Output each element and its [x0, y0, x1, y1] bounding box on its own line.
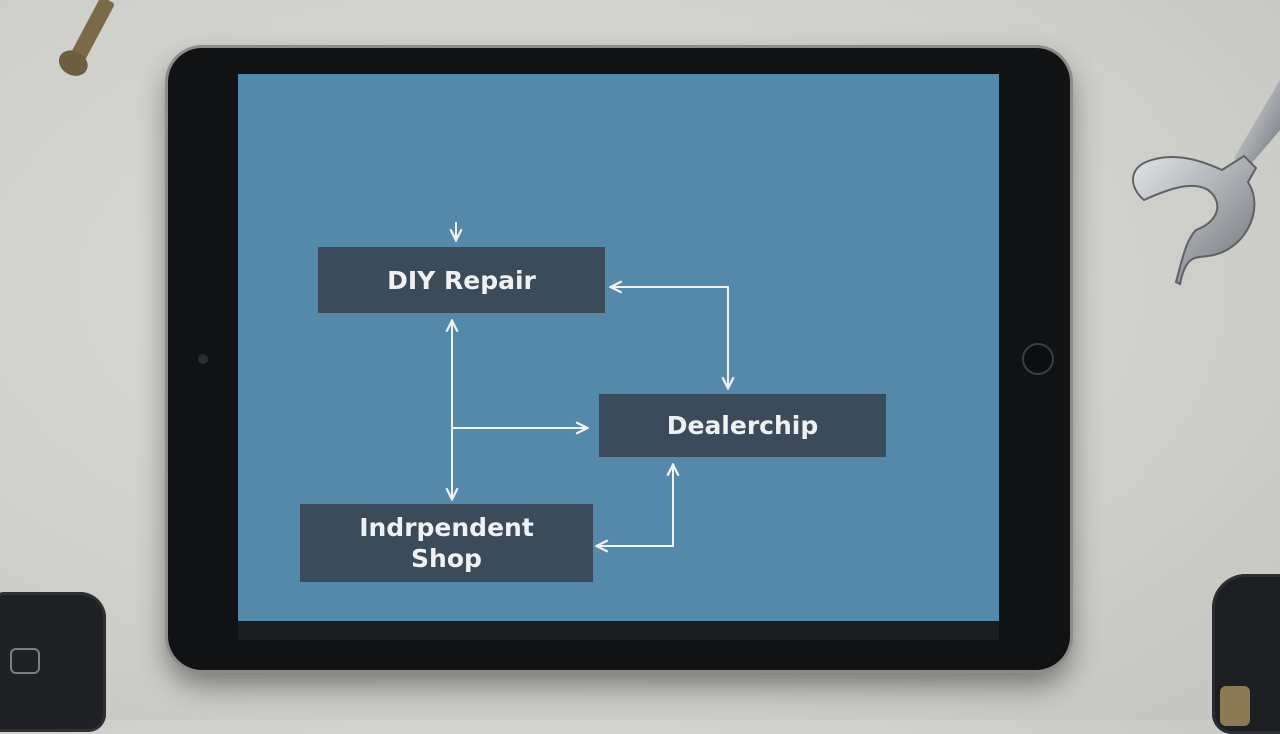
home-button[interactable]: [1022, 343, 1054, 375]
key-fob-left: [0, 592, 106, 732]
node-diy-repair: DIY Repair: [318, 247, 605, 313]
camera-icon: [198, 354, 208, 364]
arrow-diy-dealership: [612, 287, 728, 387]
node-dealership-label: Dealerchip: [666, 411, 819, 440]
node-independent-shop-label-line1: Indrpendent: [359, 513, 534, 542]
arrow-dealership-independent: [598, 466, 673, 546]
node-dealership: Dealerchip: [599, 394, 886, 457]
unlock-icon: [10, 648, 40, 674]
diagram-connectors: [238, 222, 999, 621]
node-diy-repair-label: DIY Repair: [387, 265, 536, 295]
node-independent-shop: Indrpendent Shop: [300, 504, 593, 582]
car-key: [48, 0, 127, 86]
key-fob-right: [1212, 574, 1280, 734]
screen-bottom-bar: [238, 621, 999, 640]
wrench-icon: [1132, 80, 1280, 286]
tablet-screen: DIY Repair Dealerchip Indrpendent Shop: [238, 74, 999, 621]
node-independent-shop-label-line2: Shop: [411, 544, 482, 573]
